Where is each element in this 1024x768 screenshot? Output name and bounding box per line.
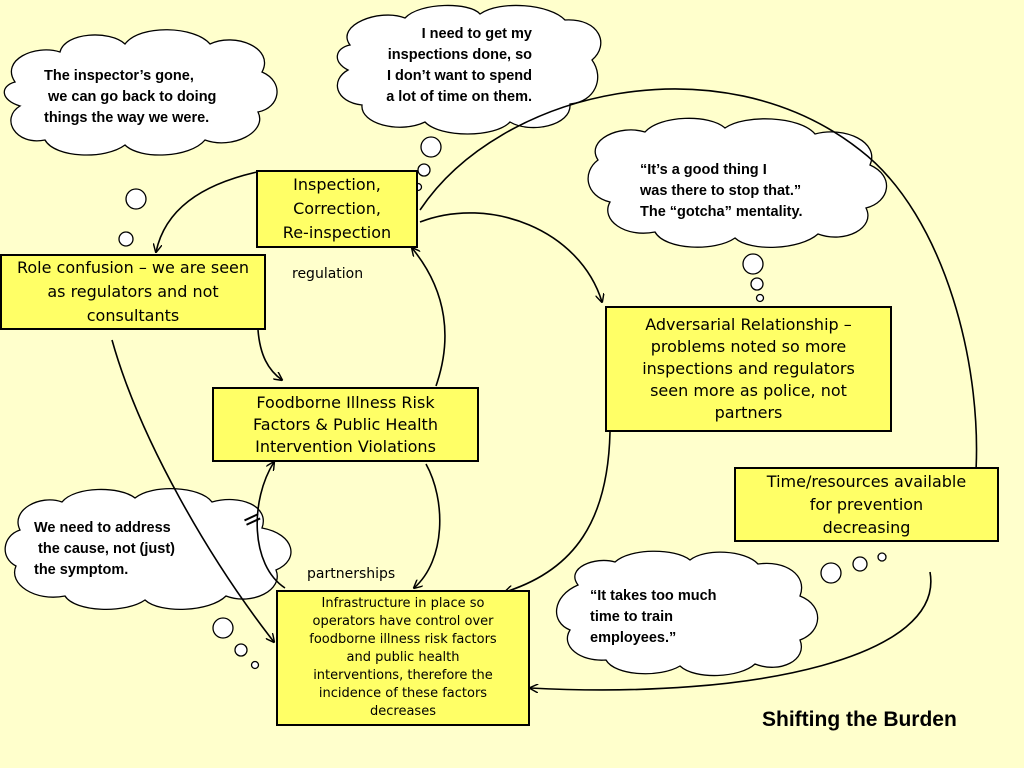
thought-inspector-gone-line-2: we can go back to doing: [44, 89, 217, 105]
thought-trail-inspector-gone: [118, 188, 147, 247]
node-inspection-line-2: Correction,: [293, 199, 381, 218]
link-infrastructure-to-foodborne: [256, 462, 286, 589]
node-role-confusion-line-1: Role confusion – we are seen: [16, 258, 250, 277]
thought-cloud-inspector-gone: [3, 29, 278, 156]
node-role-confusion: Role confusion – we are seen as regulato…: [0, 254, 266, 330]
thought-trail-takes-time: [820, 552, 887, 584]
node-infrastructure-line-5: interventions, therefore the: [313, 668, 493, 683]
node-infrastructure-line-4: and public health: [346, 650, 460, 665]
thought-good-thing-line-3: The “gotcha” mentality.: [640, 204, 803, 220]
node-adversarial: Adversarial Relationship – problems note…: [605, 306, 892, 432]
thought-takes-time-line-2: time to train: [590, 609, 673, 625]
node-inspection: Inspection, Correction, Re-inspection: [256, 170, 418, 248]
thought-address-cause-line-3: the symptom.: [34, 562, 129, 578]
node-infrastructure: Infrastructure in place so operators hav…: [276, 590, 530, 726]
node-adversarial-line-5: partners: [714, 403, 783, 422]
thought-good-thing-line-1: “It’s a good thing I: [640, 162, 767, 178]
node-time-resources-line-2: for prevention: [809, 495, 924, 514]
thought-inspector-gone-line-1: The inspector’s gone,: [44, 68, 194, 84]
thought-inspector-gone: The inspector’s gone, we can go back to …: [44, 66, 216, 129]
thought-cloud-good-thing: [587, 117, 888, 248]
link-inspection-to-time-resources: [419, 88, 977, 485]
thought-trail-good-thing: [742, 253, 765, 303]
slide-title: Shifting the Burden: [762, 708, 957, 731]
link-role-confusion-to-foodborne: [257, 329, 282, 380]
thought-good-thing-line-2: was there to stop that.”: [640, 183, 802, 199]
node-inspection-line-1: Inspection,: [293, 175, 381, 194]
thought-takes-time-line-3: employees.”: [590, 630, 677, 646]
thought-address-cause-line-1: We need to address: [34, 520, 171, 536]
thought-inspections-done-line-3: I don’t want to spend: [387, 68, 532, 84]
thought-address-cause: We need to address the cause, not (just)…: [34, 518, 175, 581]
node-foodborne-line-3: Intervention Violations: [255, 436, 436, 456]
link-adversarial-to-infrastructure: [505, 431, 611, 592]
thought-inspections-done-line-2: inspections done, so: [387, 47, 532, 63]
node-infrastructure-line-3: foodborne illness risk factors: [309, 632, 497, 647]
node-time-resources: Time/resources available for prevention …: [734, 467, 999, 542]
link-role-confusion-to-infrastructure: [111, 339, 274, 642]
thought-takes-time: “It takes too much time to train employe…: [590, 586, 717, 649]
node-infrastructure-line-1: Infrastructure in place so: [321, 596, 485, 611]
node-foodborne: Foodborne Illness Risk Factors & Public …: [212, 387, 479, 462]
thought-takes-time-line-1: “It takes too much: [590, 588, 717, 604]
thought-address-cause-line-2: the cause, not (just): [34, 541, 175, 557]
node-infrastructure-line-2: operators have control over: [312, 614, 494, 629]
node-foodborne-line-2: Factors & Public Health: [253, 414, 438, 434]
thought-inspector-gone-line-3: things the way we were.: [44, 110, 210, 126]
node-inspection-line-3: Re-inspection: [282, 223, 392, 242]
edge-label-partnerships: partnerships: [307, 566, 396, 582]
edge-label-regulation: regulation: [292, 266, 364, 282]
node-adversarial-line-4: seen more as police, not: [650, 381, 847, 400]
thought-inspections-done-line-4: a lot of time on them.: [386, 89, 532, 105]
thought-inspections-done-line-1: I need to get my: [421, 26, 532, 42]
node-foodborne-line-1: Foodborne Illness Risk: [256, 392, 435, 412]
thought-trail-address-cause: [212, 617, 260, 670]
thought-cloud-address-cause: [4, 488, 292, 610]
thought-good-thing: “It’s a good thing I was there to stop t…: [640, 160, 802, 223]
link-time-resources-to-infrastructure: [530, 571, 932, 690]
node-adversarial-line-1: Adversarial Relationship –: [645, 315, 852, 334]
node-adversarial-line-3: inspections and regulators: [642, 359, 855, 378]
thought-trail-inspections-done: [413, 136, 442, 192]
node-time-resources-line-3: decreasing: [822, 518, 911, 537]
link-foodborne-to-inspection: [412, 248, 446, 387]
node-time-resources-line-1: Time/resources available: [766, 472, 967, 491]
node-adversarial-line-2: problems noted so more: [650, 337, 847, 356]
node-role-confusion-line-2: as regulators and not: [47, 282, 219, 301]
node-infrastructure-line-6: incidence of these factors: [318, 686, 488, 701]
node-role-confusion-line-3: consultants: [86, 306, 180, 325]
thought-inspections-done: I need to get my inspections done, so I …: [352, 24, 532, 108]
link-inspection-to-role-confusion: [156, 171, 258, 252]
link-inspection-to-adversarial: [419, 212, 602, 302]
thought-cloud-takes-time: [555, 550, 819, 677]
node-infrastructure-line-7: decreases: [370, 704, 436, 719]
link-foodborne-to-infrastructure: [414, 463, 441, 588]
